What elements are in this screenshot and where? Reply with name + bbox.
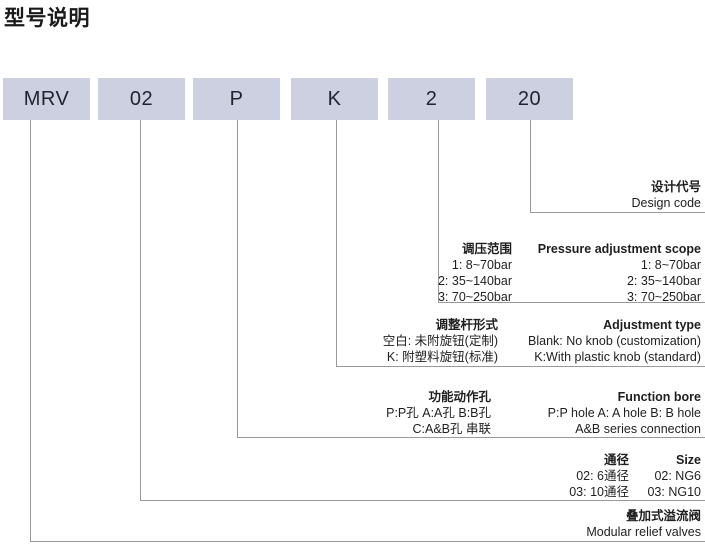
legend-pressure-scope-en-2: 2: 35~140bar xyxy=(626,274,701,288)
legend-function-bore-en-2: A&B series connection xyxy=(575,422,701,436)
connector-hline-pressure-scope xyxy=(438,302,705,303)
legend-size-heading-row: 通径 Size xyxy=(519,453,701,469)
connector-hline-function-bore xyxy=(237,437,705,438)
legend-adjustment-type-cn-2: K: 附塑料旋钮(标准) xyxy=(386,350,498,364)
legend-pressure-scope-en-3: 3: 70~250bar xyxy=(626,290,701,304)
legend-function-bore-row: P:P孔 A:A孔 B:B孔 P:P hole A: A hole B: B h… xyxy=(286,406,701,422)
legend-function-bore-en-1: P:P hole A: A hole B: B hole xyxy=(547,406,701,420)
code-box-pressure-scope: 2 xyxy=(388,78,475,120)
legend-adjustment-type-row: 空白: 未附旋钮(定制) Blank: No knob (customizati… xyxy=(330,334,701,350)
legend-adjustment-type-en-1: Blank: No knob (customization) xyxy=(528,334,701,348)
legend-size-heading-en: Size xyxy=(675,453,701,467)
legend-pressure-scope-heading-en: Pressure adjustment scope xyxy=(537,242,701,256)
page-title: 型号说明 xyxy=(4,7,90,30)
legend-adjustment-type-cn-1: 空白: 未附旋钮(定制) xyxy=(382,334,498,348)
legend-product-heading-cn-row: 叠加式溢流阀 xyxy=(586,509,701,525)
legend-size-row: 03: 10通径 03: NG10 xyxy=(519,485,701,501)
legend-adjustment-type-en-2: K:With plastic knob (standard) xyxy=(534,350,701,364)
legend-size-row: 02: 6通径 02: NG6 xyxy=(519,469,701,485)
connector-vline-function-bore xyxy=(237,120,238,438)
legend-size-en-1: 02: NG6 xyxy=(654,469,701,483)
legend-design-code-heading-en: Design code xyxy=(631,196,702,210)
legend-adjustment-type-row: K: 附塑料旋钮(标准) K:With plastic knob (standa… xyxy=(330,350,701,366)
legend-design-code-heading-en-row: Design code xyxy=(632,196,702,212)
legend-adjustment-type-heading-cn: 调整杆形式 xyxy=(435,318,498,332)
legend-function-bore-cn-2: C:A&B孔 串联 xyxy=(412,422,492,436)
legend-size: 通径 Size 02: 6通径 02: NG6 03: 10通径 03: NG1… xyxy=(519,453,701,501)
legend-pressure-scope-en-1: 1: 8~70bar xyxy=(640,258,701,272)
legend-pressure-scope: 调压范围 Pressure adjustment scope 1: 8~70ba… xyxy=(330,242,701,306)
connector-hline-size xyxy=(140,500,705,501)
connector-hline-product xyxy=(30,541,705,542)
legend-pressure-scope-cn-3: 3: 70~250bar xyxy=(437,290,512,304)
legend-design-code-heading-cn: 设计代号 xyxy=(650,180,701,194)
legend-size-cn-1: 02: 6通径 xyxy=(576,469,629,483)
legend-pressure-scope-cn-1: 1: 8~70bar xyxy=(451,258,512,272)
legend-adjustment-type: 调整杆形式 Adjustment type 空白: 未附旋钮(定制) Blank… xyxy=(330,318,701,366)
legend-function-bore-heading-en: Function bore xyxy=(617,390,701,404)
legend-pressure-scope-row: 1: 8~70bar 1: 8~70bar xyxy=(330,258,701,274)
legend-size-cn-2: 03: 10通径 xyxy=(569,485,629,499)
legend-size-en-2: 03: NG10 xyxy=(647,485,701,499)
legend-product-heading-en-row: Modular relief valves xyxy=(586,525,701,541)
code-box-adjustment-type: K xyxy=(291,78,378,120)
connector-vline-design-code xyxy=(530,120,531,213)
legend-pressure-scope-row: 3: 70~250bar 3: 70~250bar xyxy=(330,290,701,306)
legend-design-code: 设计代号 Design code xyxy=(632,180,702,212)
legend-pressure-scope-cn-2: 2: 35~140bar xyxy=(437,274,512,288)
legend-adjustment-type-heading-en: Adjustment type xyxy=(603,318,701,332)
legend-function-bore-row: C:A&B孔 串联 A&B series connection xyxy=(286,422,702,438)
connector-hline-adjustment-type xyxy=(336,366,705,367)
legend-adjustment-type-heading-row: 调整杆形式 Adjustment type xyxy=(330,318,701,334)
connector-vline-size xyxy=(140,120,141,501)
legend-pressure-scope-row: 2: 35~140bar 2: 35~140bar xyxy=(330,274,701,290)
connector-hline-design-code xyxy=(530,212,705,213)
legend-pressure-scope-heading-cn: 调压范围 xyxy=(461,242,512,256)
code-box-design-code: 20 xyxy=(486,78,573,120)
legend-product-heading-cn: 叠加式溢流阀 xyxy=(625,509,701,523)
connector-vline-product xyxy=(30,120,31,542)
code-box-series: MRV xyxy=(3,78,90,120)
connector-vline-pressure-scope xyxy=(438,120,439,303)
legend-product-heading-en: Modular relief valves xyxy=(586,525,701,539)
legend-function-bore-heading-row: 功能动作孔 Function bore xyxy=(286,390,701,406)
legend-pressure-scope-heading-row: 调压范围 Pressure adjustment scope xyxy=(330,242,701,258)
code-box-function-bore: P xyxy=(193,78,280,120)
legend-function-bore-heading-cn: 功能动作孔 xyxy=(428,390,491,404)
legend-size-heading-cn: 通径 xyxy=(603,453,629,467)
legend-design-code-heading-cn-row: 设计代号 xyxy=(632,180,701,196)
legend-function-bore-cn-1: P:P孔 A:A孔 B:B孔 xyxy=(386,406,491,420)
legend-function-bore: 功能动作孔 Function bore P:P孔 A:A孔 B:B孔 P:P h… xyxy=(286,390,701,438)
code-box-size: 02 xyxy=(98,78,185,120)
legend-product: 叠加式溢流阀 Modular relief valves xyxy=(586,509,701,541)
connector-vline-adjustment-type xyxy=(336,120,337,367)
